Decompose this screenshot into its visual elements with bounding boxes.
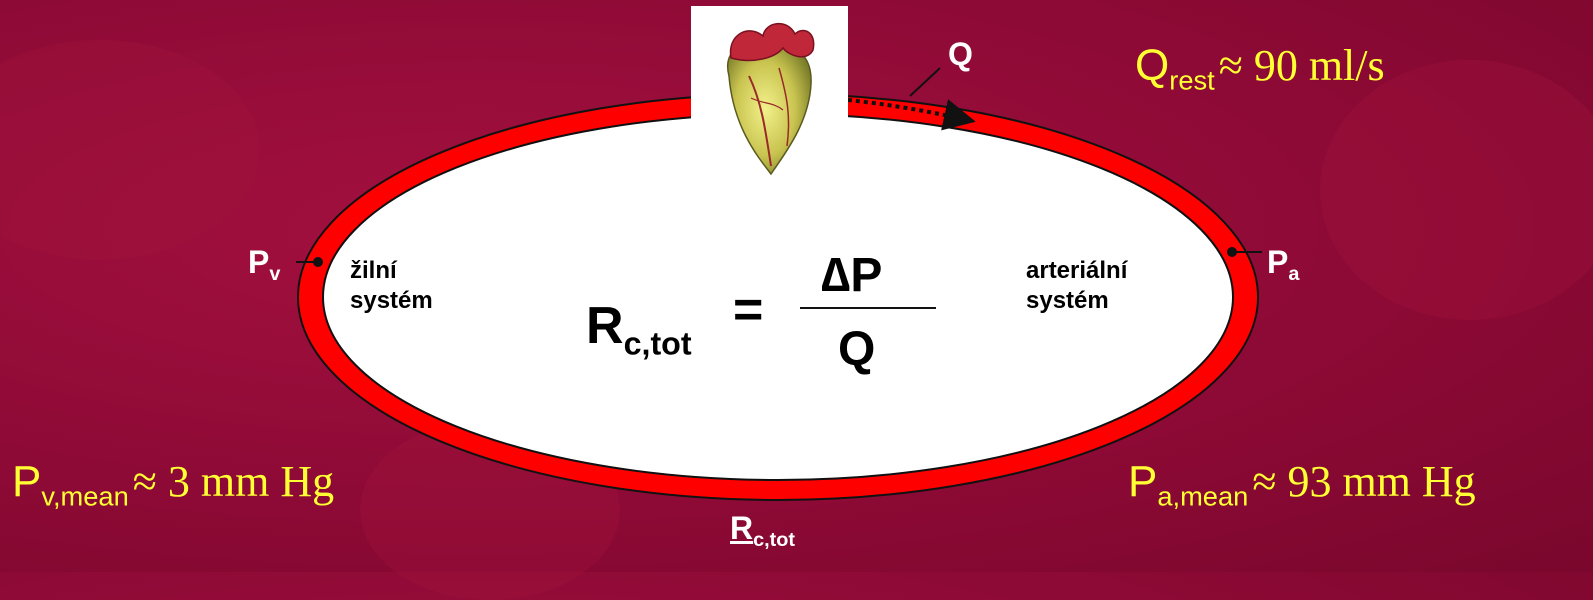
pa-mean-value: Pa,mean≈ 93 mm Hg (1128, 457, 1476, 512)
fraction-line (800, 307, 936, 309)
total-resistance-label: Rc,tot (730, 510, 795, 551)
pa-point (1227, 247, 1237, 257)
pv-point (313, 257, 323, 267)
flow-label: Q (948, 36, 973, 72)
arterial-system-label: arteriální systém (1026, 257, 1128, 314)
q-rest-value: Qrest≈ 90 ml/s (1135, 41, 1385, 96)
venous-system-label: žilní systém (350, 257, 433, 314)
pa-label: Pa (1267, 244, 1300, 285)
pv-label: Pv (248, 244, 281, 285)
pv-mean-value: Pv,mean≈ 3 mm Hg (12, 457, 335, 512)
formula-numerator: ∆P (821, 249, 883, 302)
flow-arrow (847, 98, 976, 131)
formula-denominator: Q (838, 323, 876, 376)
resistance-formula-lhs: Rc,tot (586, 297, 692, 362)
background-blob (1320, 60, 1593, 320)
background-blob (0, 40, 260, 260)
circulation-diagram (296, 67, 1262, 501)
q-pointer-line (909, 67, 941, 97)
heart-image (691, 6, 848, 182)
heart-illustration-icon (726, 23, 815, 176)
formula-equals: = (733, 281, 764, 339)
